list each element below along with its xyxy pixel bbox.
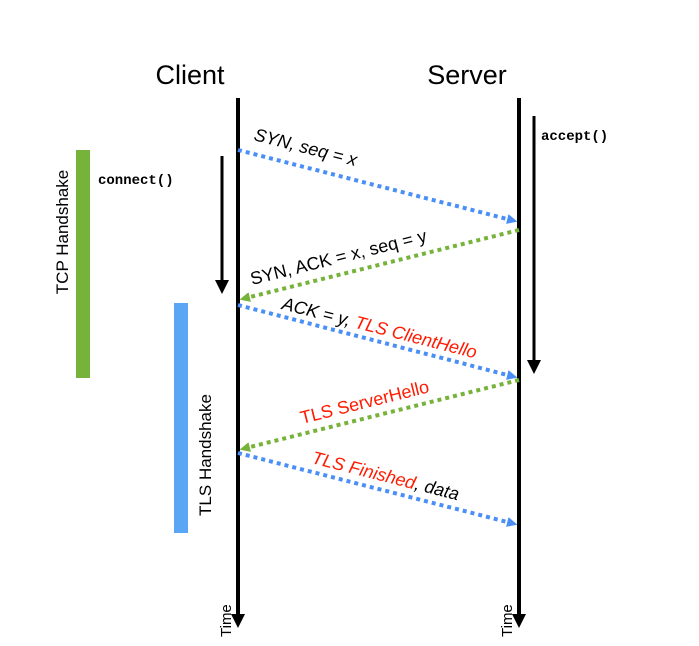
message-ack-clienthello: ACK = y, TLS ClientHello <box>237 293 515 377</box>
client-title: Client <box>155 60 225 90</box>
serverhello-label: TLS ServerHello <box>298 377 431 428</box>
tls-handshake-bar <box>174 303 188 533</box>
server-time-label: Time <box>499 604 516 637</box>
tcp-handshake-bar <box>76 150 90 378</box>
message-syn-ack: SYN, ACK = x, seq = y <box>242 226 520 299</box>
message-finished-data: TLS Finished, data <box>237 447 515 524</box>
connect-call: connect() <box>98 173 174 189</box>
ack-clienthello-label: ACK = y, TLS ClientHello <box>279 293 479 362</box>
syn-arrow <box>237 148 515 221</box>
server-title: Server <box>427 60 507 90</box>
syn-label: SYN, seq = x <box>252 124 360 170</box>
tls-handshake-label: TLS Handshake <box>196 394 215 516</box>
message-syn: SYN, seq = x <box>237 124 515 221</box>
accept-call: accept() <box>541 129 608 145</box>
message-serverhello: TLS ServerHello <box>242 377 520 449</box>
tcp-handshake-label: TCP Handshake <box>53 170 72 294</box>
client-time-label: Time <box>218 604 235 637</box>
